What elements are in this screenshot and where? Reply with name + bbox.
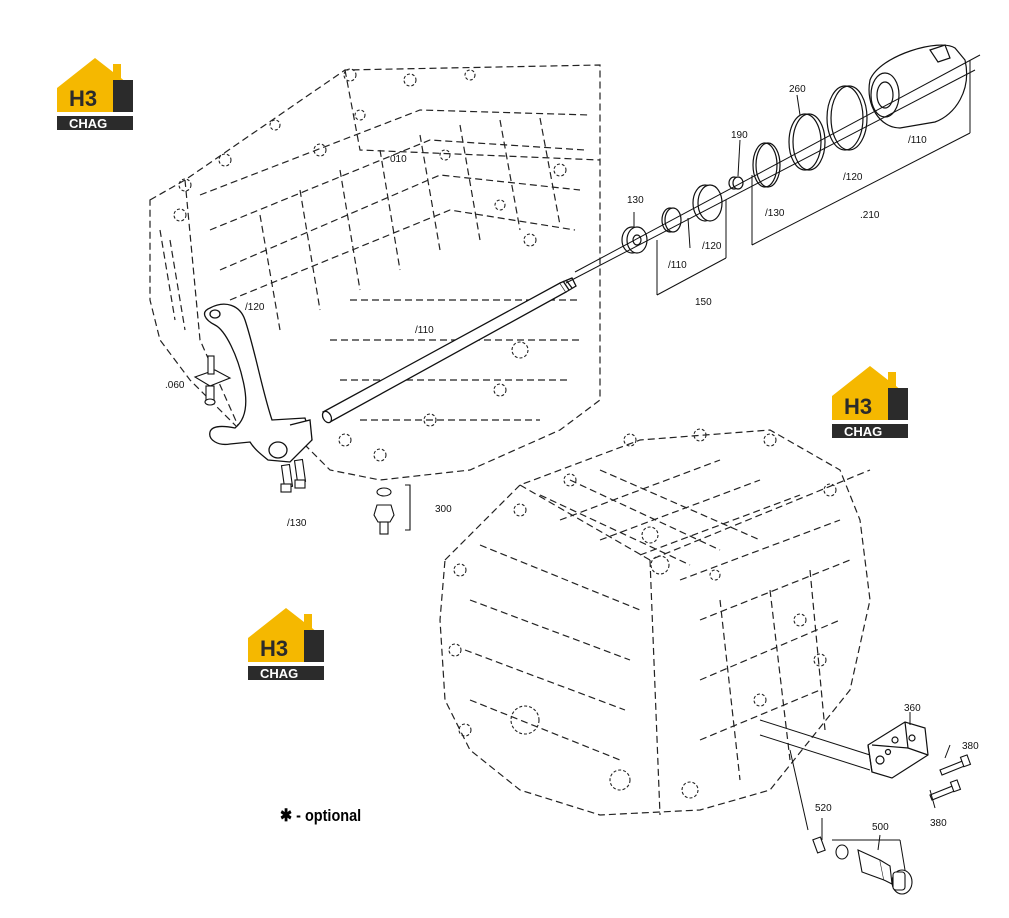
logo: H3 CHAG xyxy=(53,54,137,132)
optional-note: ✱ - optional xyxy=(280,806,361,826)
logo-mark: H3 xyxy=(69,86,97,111)
logo-icon: H3 CHAG xyxy=(832,366,908,439)
screws-130 xyxy=(280,458,307,493)
callout-300: 300 xyxy=(435,504,452,515)
optional-note-text: - optional xyxy=(296,806,362,825)
callout-010: 010 xyxy=(390,154,407,165)
sender-500 xyxy=(812,836,913,895)
logo: H3 CHAG xyxy=(828,362,912,440)
valve-block-360 xyxy=(867,721,929,779)
logo-mark: H3 xyxy=(844,394,872,419)
logo-icon: H3 CHAG xyxy=(248,608,324,681)
upper-bolts xyxy=(173,68,567,462)
logo-name: CHAG xyxy=(260,666,298,681)
logo-name: CHAG xyxy=(844,424,882,439)
bolts-380 xyxy=(929,754,972,801)
logo-icon: H3 CHAG xyxy=(57,58,133,131)
callout-260: 260 xyxy=(789,84,806,95)
callout-110b: /110 xyxy=(668,260,687,271)
shift-fork xyxy=(203,303,313,463)
callout-130a: /130 xyxy=(287,518,307,529)
callout-120b: /120 xyxy=(702,241,722,252)
leader-lines-top xyxy=(565,54,981,296)
lower-housing xyxy=(439,429,871,816)
callout-360: 360 xyxy=(904,703,921,714)
callout-110a: /110 xyxy=(415,325,434,336)
upper-housing xyxy=(149,64,601,481)
callout-190: 190 xyxy=(731,130,748,141)
callout-110c: /110 xyxy=(908,135,927,146)
callout-380b: 380 xyxy=(930,818,947,829)
callout-210: .210 xyxy=(860,210,880,221)
callout-060: .060 xyxy=(165,380,185,391)
callout-130: 130 xyxy=(627,195,644,206)
logo-name: CHAG xyxy=(69,116,107,131)
callout-380a: 380 xyxy=(962,741,979,752)
callout-500: 500 xyxy=(872,822,889,833)
logo: H3 CHAG xyxy=(244,604,328,682)
callout-120c: /120 xyxy=(843,172,863,183)
lower-bolts xyxy=(448,428,837,799)
callout-120a: /120 xyxy=(245,302,265,313)
plug-300 xyxy=(373,484,411,535)
detent-060 xyxy=(193,355,232,406)
shift-rod xyxy=(321,277,577,424)
callout-150: 150 xyxy=(695,297,712,308)
asterisk-icon: ✱ xyxy=(280,806,293,825)
seal-group xyxy=(621,44,968,254)
callout-520: 520 xyxy=(815,803,832,814)
callout-130b: /130 xyxy=(765,208,785,219)
logo-mark: H3 xyxy=(260,636,288,661)
leader-lines-bottom xyxy=(759,712,951,871)
